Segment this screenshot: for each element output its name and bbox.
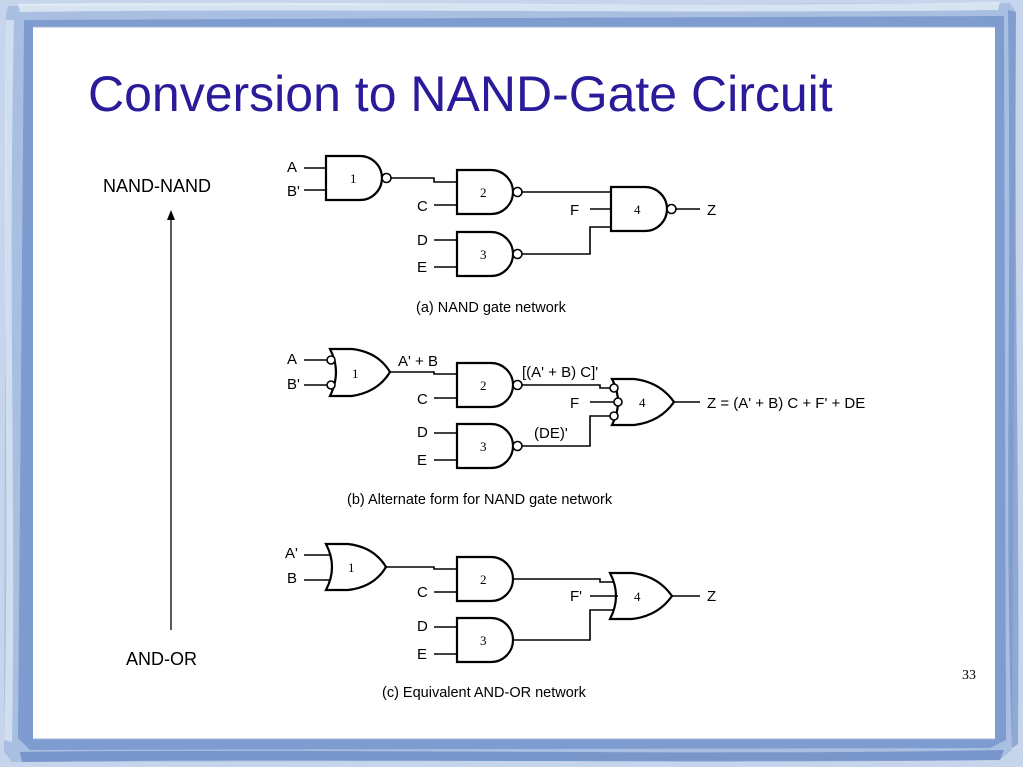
circuit-c-gate-3-number: 3 bbox=[480, 633, 487, 648]
circuit-a-input-e: E bbox=[417, 259, 427, 276]
circuit-c-gate-2 bbox=[455, 555, 515, 603]
circuit-c-gate-4-number: 4 bbox=[634, 589, 641, 604]
circuit-b-expr-gate-3: (DE)' bbox=[534, 425, 568, 442]
circuit-a-input-b: B' bbox=[287, 183, 300, 200]
circuit-c-wires bbox=[304, 554, 700, 655]
circuit-b-expr-gate-1: A' + B bbox=[398, 353, 438, 370]
circuit-c-output: Z bbox=[707, 588, 716, 605]
circuit-b-gate-1-bubble-b bbox=[326, 380, 336, 390]
circuit-c-gate-4 bbox=[608, 571, 674, 621]
circuit-a-wires bbox=[304, 167, 700, 268]
circuit-a-gate-2-number: 2 bbox=[480, 185, 487, 200]
circuit-c-input-e: E bbox=[417, 646, 427, 663]
circuit-a-gate-3-number: 3 bbox=[480, 247, 487, 262]
circuit-b-expr-gate-2: [(A' + B) C]' bbox=[522, 364, 598, 381]
circuit-c-gate-1-number: 1 bbox=[348, 560, 355, 575]
circuit-a-output: Z bbox=[707, 202, 716, 219]
circuit-b-wires bbox=[304, 359, 700, 461]
circuit-b-input-c: C bbox=[417, 391, 428, 408]
circuit-c-input-d: D bbox=[417, 618, 428, 635]
circuit-c-gate-3 bbox=[455, 616, 515, 664]
circuit-b-gate-1 bbox=[328, 347, 392, 398]
circuit-b-gate-2-bubble bbox=[512, 379, 523, 391]
circuit-a-input-a: A bbox=[287, 159, 297, 176]
circuit-b-caption: (b) Alternate form for NAND gate network bbox=[347, 492, 613, 508]
circuit-b-gate-1-number: 1 bbox=[352, 366, 359, 381]
circuit-b-gate-4-bubble-3 bbox=[609, 411, 619, 421]
circuit-a-caption: (a) NAND gate network bbox=[416, 300, 567, 316]
circuit-a-gate-1-bubble bbox=[381, 172, 392, 184]
and-or-label: AND-OR bbox=[126, 649, 197, 669]
circuit-b-f-label: F bbox=[570, 395, 579, 412]
circuit-c-gate-2-number: 2 bbox=[480, 572, 487, 587]
circuit-b-input-d: D bbox=[417, 424, 428, 441]
circuit-a-input-c: C bbox=[417, 198, 428, 215]
page-number: 33 bbox=[962, 668, 976, 683]
circuit-c: A' B C D E F' Z 1 2 3 4 (c) Equivalent A… bbox=[285, 542, 716, 701]
circuit-a-gate-4-number: 4 bbox=[634, 202, 641, 217]
nand-nand-label: NAND-NAND bbox=[103, 176, 211, 196]
circuit-a-gate-1-number: 1 bbox=[350, 171, 357, 186]
circuit-a: A B' C D E F Z 1 2 3 4 (a) NAND gate net… bbox=[287, 154, 716, 316]
circuit-c-input-c: C bbox=[417, 584, 428, 601]
circuit-c-gate-1 bbox=[324, 542, 388, 592]
circuit-c-input-a: A' bbox=[285, 545, 298, 562]
circuit-a-input-d: D bbox=[417, 232, 428, 249]
circuit-c-f-label: F' bbox=[570, 588, 582, 605]
circuit-b-gate-4-number: 4 bbox=[639, 395, 646, 410]
circuit-a-gate-2-bubble bbox=[512, 186, 523, 198]
slide-title: Conversion to NAND-Gate Circuit bbox=[88, 66, 833, 122]
circuit-b: A B' C D E F A' + B [(A' + B) C]' (DE)' … bbox=[287, 347, 865, 508]
circuit-b-gate-1-bubble-a bbox=[326, 355, 336, 365]
circuit-a-gate-4-bubble bbox=[666, 203, 677, 215]
circuit-a-f-label: F bbox=[570, 202, 579, 219]
circuit-b-gate-4-bubble-2 bbox=[613, 397, 623, 407]
circuit-a-gate-3-bubble bbox=[512, 248, 523, 260]
circuit-c-input-b: B bbox=[287, 570, 297, 587]
circuit-b-input-a: A bbox=[287, 351, 297, 368]
circuit-b-gate-3-number: 3 bbox=[480, 439, 487, 454]
circuit-b-gate-2-number: 2 bbox=[480, 378, 487, 393]
circuit-b-gate-3-bubble bbox=[512, 440, 523, 452]
circuit-b-input-e: E bbox=[417, 452, 427, 469]
circuit-b-output-expr: Z = (A' + B) C + F' + DE bbox=[707, 395, 865, 412]
circuit-b-gate-4-bubble-1 bbox=[609, 383, 619, 393]
circuit-c-caption: (c) Equivalent AND-OR network bbox=[382, 685, 587, 701]
circuit-b-input-b: B' bbox=[287, 376, 300, 393]
